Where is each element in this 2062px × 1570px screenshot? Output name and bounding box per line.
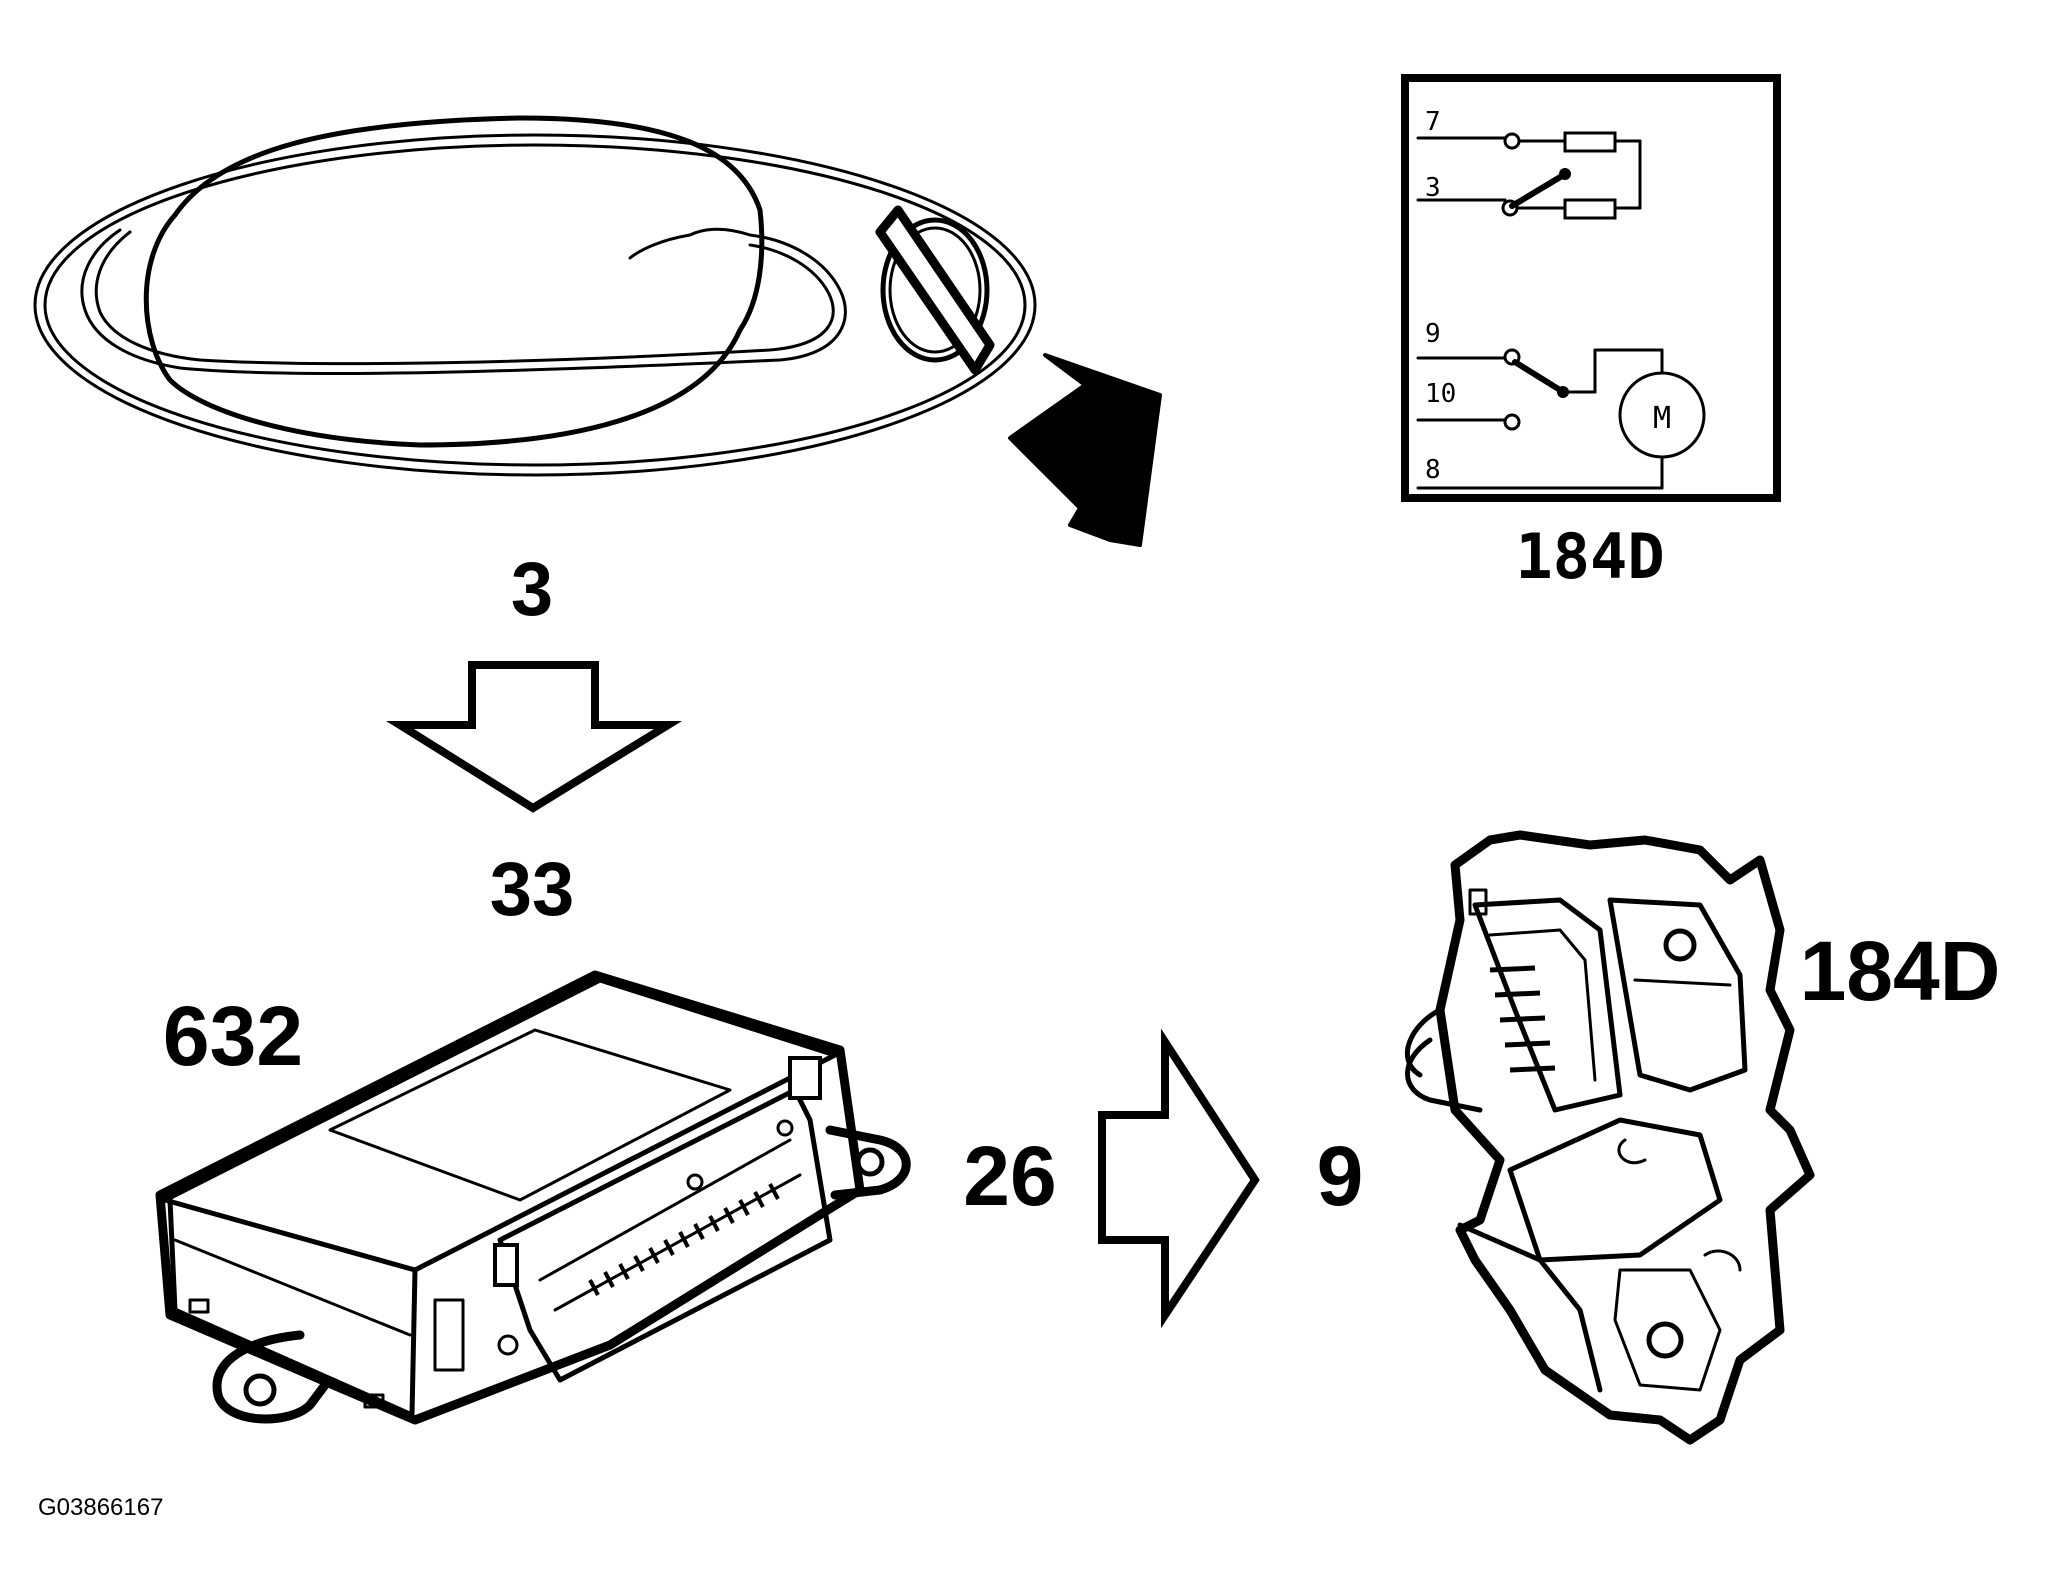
module-part-label: 632 [163, 989, 303, 1083]
handle-step-label: 3 [511, 547, 553, 632]
control-module-illustration [155, 970, 911, 1425]
door-lock-illustration [1404, 830, 1815, 1445]
pin-label-9: 9 [1425, 319, 1441, 349]
pin-label-3: 3 [1425, 173, 1441, 203]
solid-pointer-arrow-icon [1008, 353, 1162, 547]
lock-part-label: 184D [1800, 924, 2001, 1018]
schematic-part-label: 184D [1515, 520, 1664, 593]
key-cylinder-icon [875, 205, 995, 375]
lock-step-label: 9 [1317, 1129, 1364, 1223]
module-step-label: 33 [490, 847, 575, 932]
pin-label-8: 8 [1425, 455, 1441, 485]
pin-label-10: 10 [1425, 379, 1456, 409]
door-handle-illustration [33, 115, 1037, 477]
pin-label-7: 7 [1425, 107, 1441, 137]
figure-code: G03866167 [38, 1494, 163, 1521]
connector-step-label: 26 [963, 1129, 1056, 1223]
outline-down-arrow-icon [386, 661, 683, 813]
outline-right-arrow-icon [1098, 1028, 1260, 1329]
motor-symbol: M [1653, 401, 1671, 436]
lock-schematic: M 7 3 9 10 8 [1401, 74, 1781, 502]
